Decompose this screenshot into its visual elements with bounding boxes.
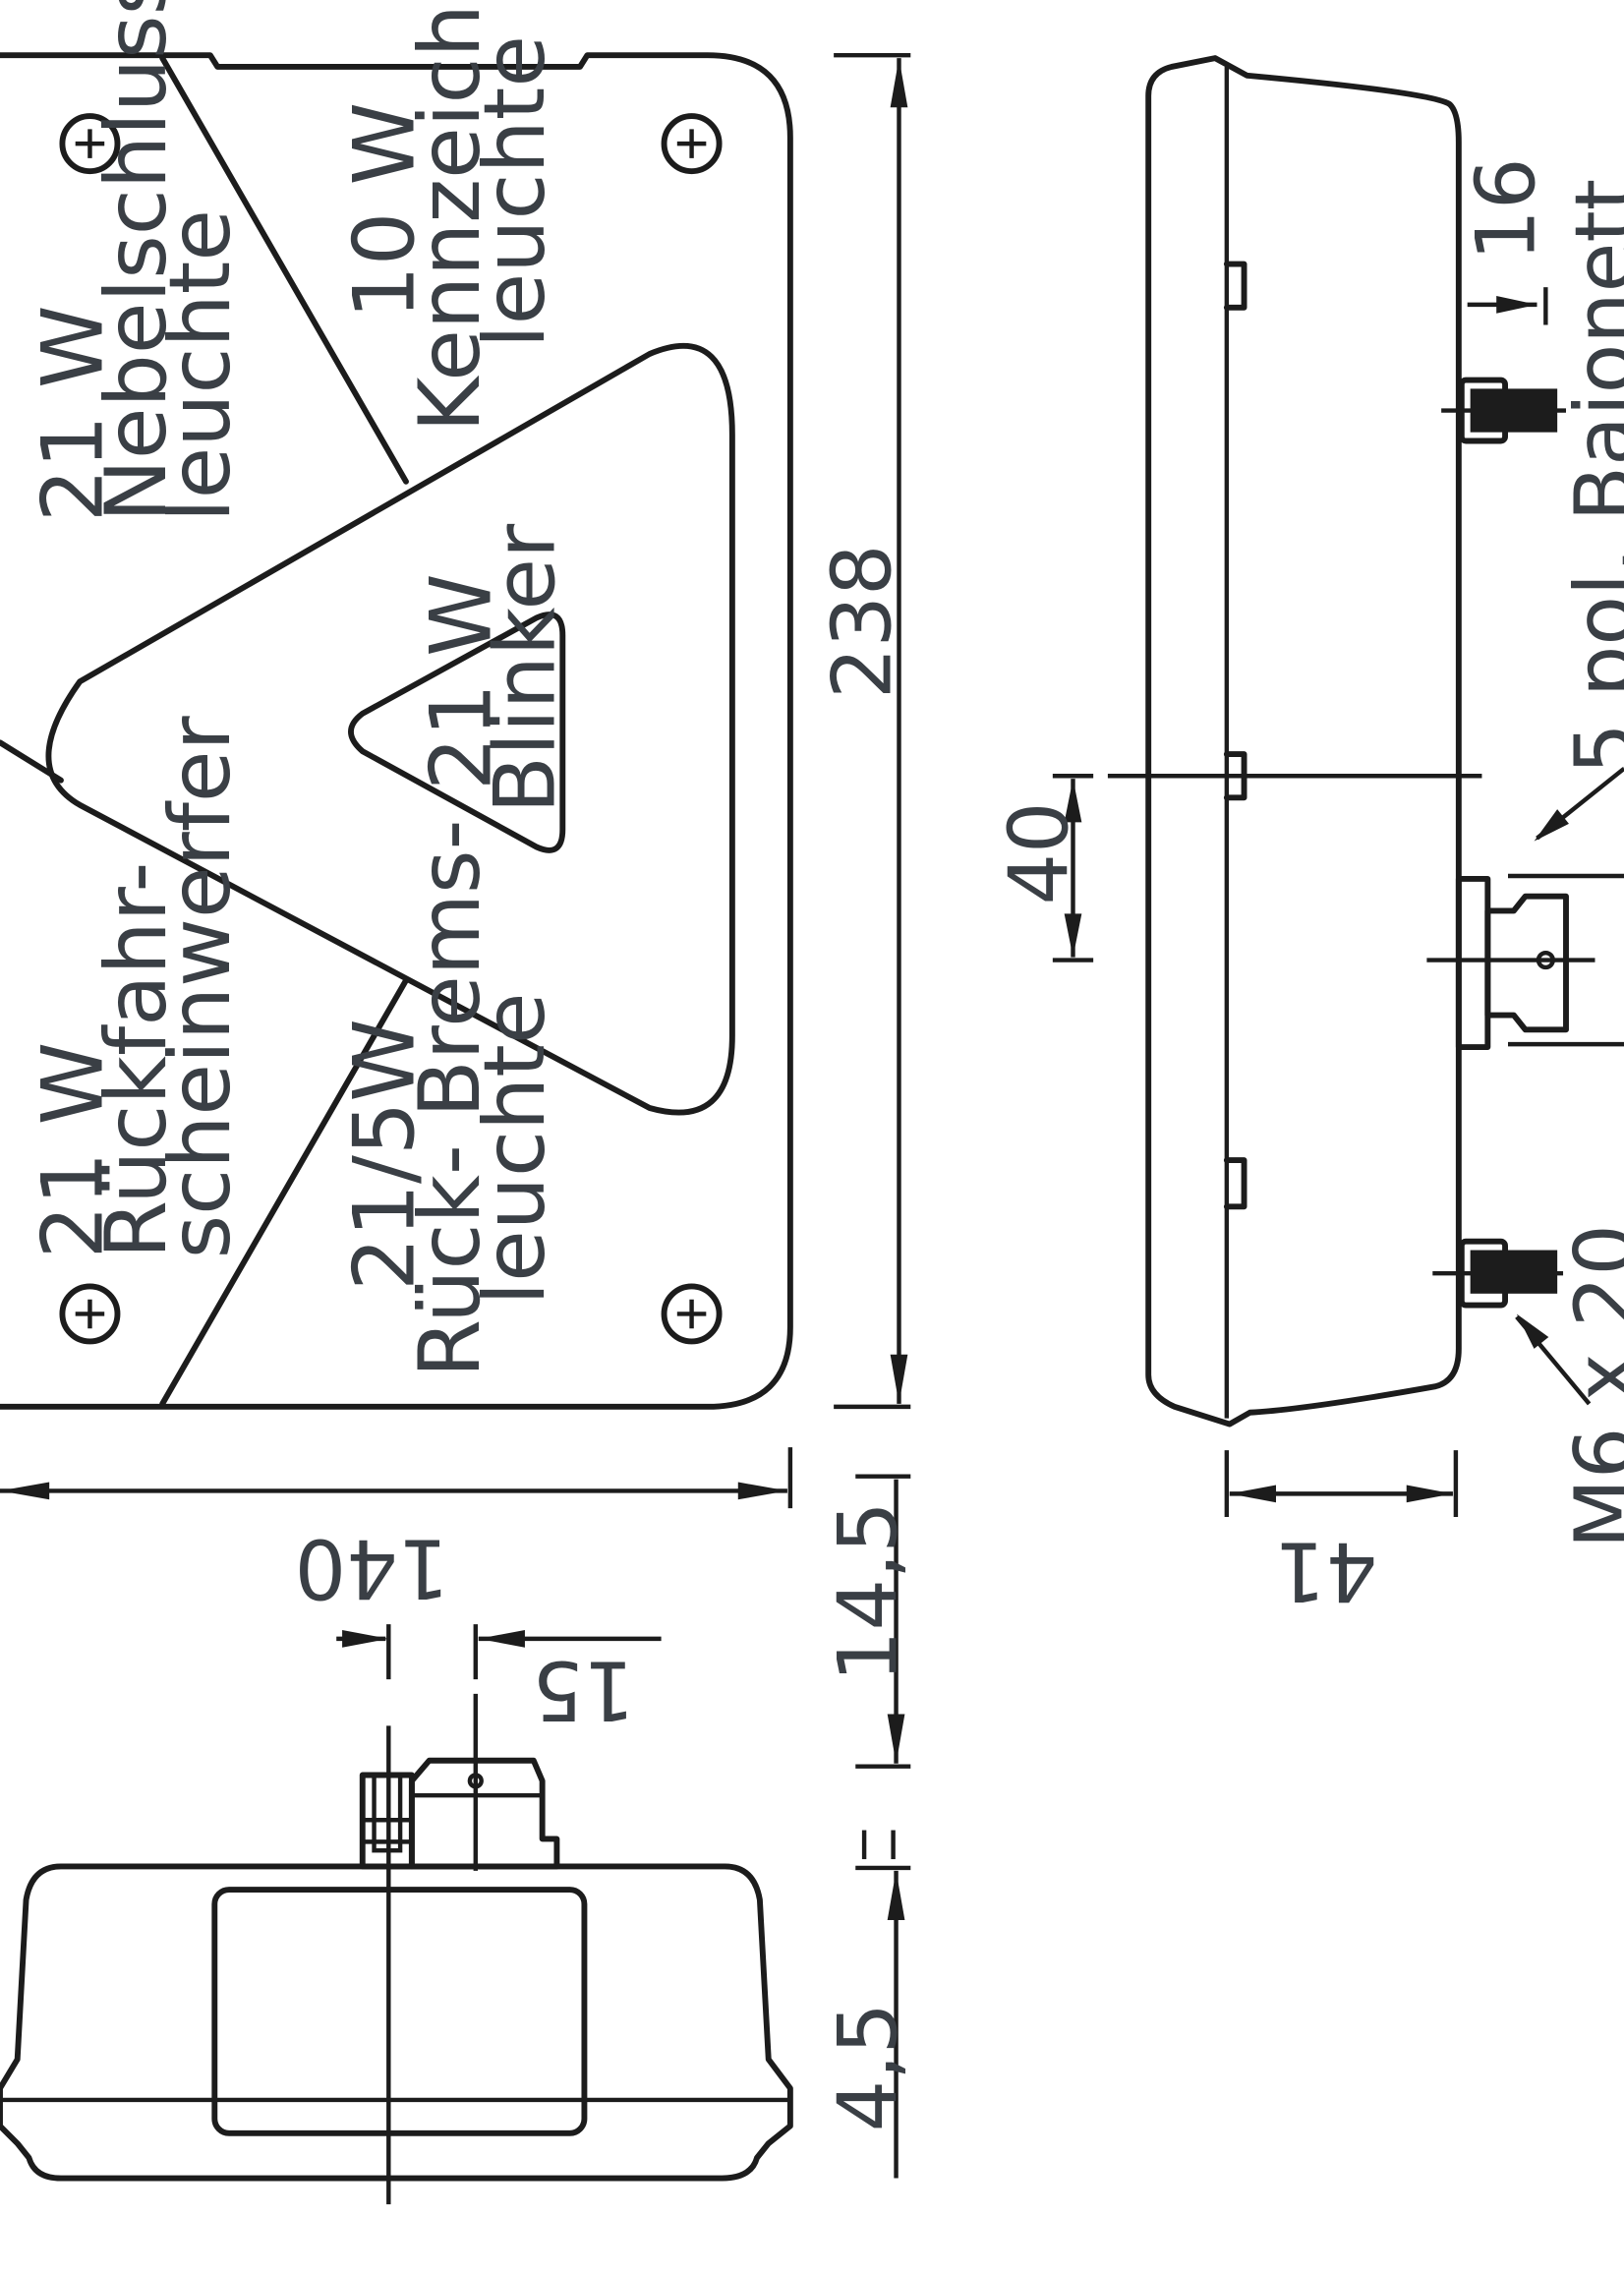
plate-light-label: 10 W Kennzeichen- leuchte — [336, 0, 564, 433]
dimension-length: 238 — [816, 52, 911, 1410]
blinker-label: 21 W Blinker — [414, 523, 575, 814]
svg-text:16: 16 — [1460, 157, 1554, 261]
svg-text:21 W: 21 W — [25, 1042, 122, 1259]
svg-text:21 W: 21 W — [25, 305, 122, 522]
side-housing — [1145, 55, 1462, 1428]
svg-text:leuchte: leuchte — [152, 209, 250, 522]
svg-text:leuchte: leuchte — [467, 993, 564, 1306]
screw-bottom-left — [59, 1283, 121, 1345]
fog-light-label: 21 W Nebelschluss- leuchte — [25, 0, 250, 522]
connector-callout: 5 pol. Bajonett — [1534, 179, 1624, 842]
divider-top — [159, 55, 409, 485]
bolt-callout: M6 x 20 — [1515, 1224, 1624, 1548]
dimension-width: 140 — [0, 1447, 793, 1615]
svg-text:M6 x 20: M6 x 20 — [1558, 1224, 1624, 1548]
side-connector — [1426, 873, 1624, 1050]
svg-text:Rück- Brems-: Rück- Brems- — [402, 820, 499, 1378]
svg-text:41: 41 — [1274, 1524, 1377, 1618]
svg-text:21/5W: 21/5W — [336, 1019, 434, 1291]
dimension-16: 16 — [1460, 157, 1554, 325]
bottom-view — [0, 1693, 793, 2205]
dimension-40: 40 — [993, 774, 1094, 962]
reverse-light-label: 21 W Rückfahr- scheinwerfer — [25, 715, 250, 1258]
front-view: 21 W Nebelschluss- leuchte 10 W Kennzeic… — [0, 0, 793, 1410]
dimension-4-5: 4,5 — [822, 1830, 916, 2179]
bottom-housing — [0, 1863, 793, 2182]
bottom-label-panel — [211, 1887, 588, 2136]
dimension-14-5: 14,5 — [822, 1474, 916, 1769]
dimension-41: 41 — [1224, 1450, 1459, 1618]
blinker-triangle — [348, 612, 566, 853]
svg-text:14,5: 14,5 — [822, 1501, 916, 1682]
svg-text:10 W: 10 W — [336, 102, 434, 320]
svg-text:140: 140 — [295, 1521, 450, 1615]
svg-text:40: 40 — [993, 801, 1087, 904]
screw-top-right — [661, 113, 723, 175]
reflector-triangle — [45, 342, 735, 1116]
svg-text:Nebelschluss-: Nebelschluss- — [88, 0, 186, 522]
svg-text:scheinwerfer: scheinwerfer — [152, 715, 250, 1258]
side-bolt-bottom — [1432, 1238, 1564, 1309]
side-bolt-top — [1441, 377, 1566, 444]
svg-text:15: 15 — [532, 1642, 635, 1736]
svg-text:4,5: 4,5 — [822, 2003, 916, 2131]
svg-text:Blinker: Blinker — [477, 523, 574, 814]
svg-text:Kennzeichen-: Kennzeichen- — [402, 0, 499, 433]
svg-text:leuchte: leuchte — [467, 35, 564, 348]
svg-text:21 W: 21 W — [414, 573, 511, 790]
svg-text:Rückfahr-: Rückfahr- — [88, 862, 186, 1259]
svg-text:238: 238 — [816, 544, 910, 699]
svg-text:5 pol. Bajonett: 5 pol. Bajonett — [1558, 179, 1624, 775]
housing-outline — [0, 52, 793, 1410]
side-view — [1107, 55, 1624, 1428]
dimension-15: 15 — [336, 1624, 662, 1736]
screw-top-left — [59, 113, 121, 175]
screw-bottom-right — [661, 1283, 723, 1345]
divider-bottom — [159, 977, 409, 1407]
bottom-connector — [408, 1757, 560, 1870]
brake-light-label: 21/5W Rück- Brems- leuchte — [336, 820, 564, 1378]
